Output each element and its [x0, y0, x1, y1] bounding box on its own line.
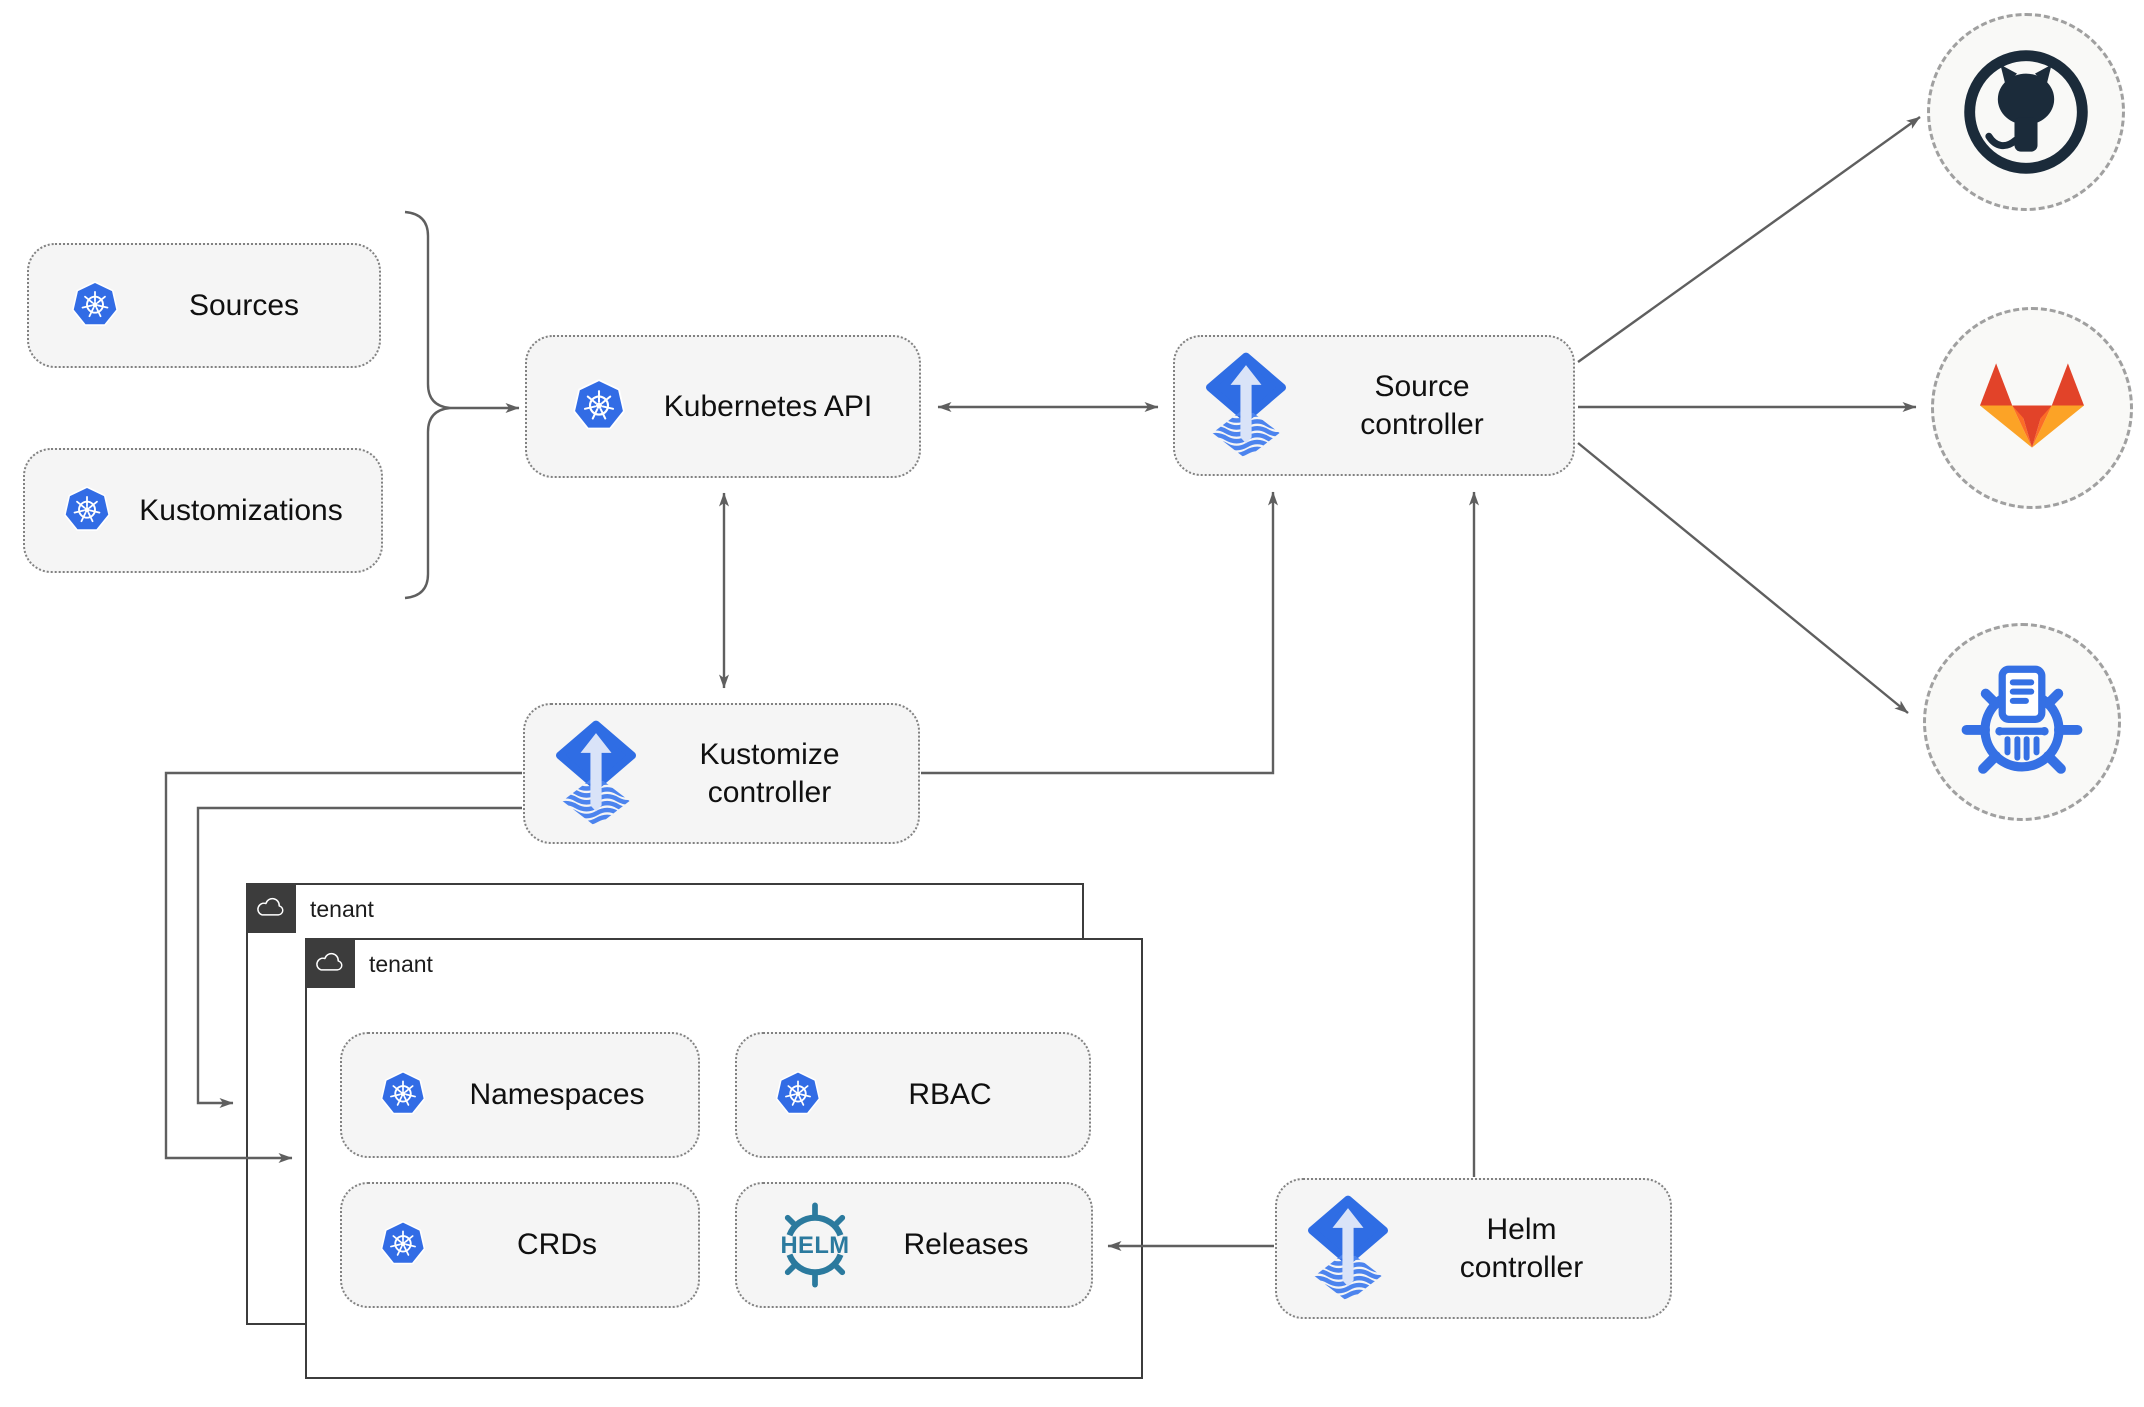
- helm-logo-text: HELM: [780, 1232, 849, 1259]
- external-github: [1927, 13, 2125, 211]
- tenant-label: tenant: [310, 896, 374, 922]
- node-kustomize-controller: Kustomize controller: [523, 703, 920, 844]
- node-kubernetes-api: Kubernetes API: [525, 335, 921, 478]
- edge-source-controller-to-github: [1577, 116, 1921, 363]
- node-label: Namespaces: [469, 1078, 645, 1112]
- kubernetes-icon: [767, 1064, 829, 1126]
- chartmuseum-icon: [1961, 665, 2083, 774]
- node-label: CRDs: [517, 1228, 597, 1262]
- external-helm-repository: [1923, 623, 2121, 821]
- node-label: Source controller: [1360, 370, 1484, 441]
- kubernetes-icon: [372, 1214, 434, 1276]
- node-namespaces: Namespaces: [340, 1032, 700, 1158]
- flux-icon: [1203, 352, 1289, 459]
- kubernetes-icon: [55, 479, 119, 543]
- tenant-header: [304, 937, 355, 988]
- helm-wheel-icon: HELM: [771, 1199, 859, 1291]
- tenant-container-inner: tenant: [304, 937, 1143, 1379]
- tenant-label: tenant: [369, 951, 433, 977]
- node-source-controller: Source controller: [1173, 335, 1575, 476]
- node-crds: CRDs: [340, 1182, 700, 1308]
- kubernetes-icon: [63, 274, 127, 338]
- node-label: Helm controller: [1459, 1213, 1584, 1284]
- node-kustomizations: Kustomizations: [23, 448, 383, 573]
- node-label: Releases: [903, 1228, 1029, 1262]
- edge-source-controller-to-helm-repository: [1577, 442, 1909, 714]
- kubernetes-icon: [372, 1064, 434, 1126]
- edge-group-bracket: [404, 210, 451, 600]
- node-label: Kustomize controller: [699, 738, 840, 809]
- node-releases: HELM Releases: [735, 1182, 1093, 1308]
- cloud-icon: [313, 951, 347, 974]
- node-label: Kustomizations: [139, 493, 343, 527]
- node-label: Kubernetes API: [663, 389, 873, 423]
- gitlab-fox-icon: [1980, 363, 2084, 448]
- tenant-header: [245, 882, 296, 933]
- flux-icon: [1305, 1195, 1391, 1302]
- node-rbac: RBAC: [735, 1032, 1091, 1158]
- flux-icon: [553, 720, 639, 827]
- edge-kustomize-controller-to-source-controller: [921, 491, 1278, 775]
- node-helm-controller: Helm controller: [1275, 1178, 1672, 1319]
- kubernetes-icon: [563, 371, 635, 443]
- github-octocat-icon: [1964, 50, 2088, 174]
- external-gitlab: [1931, 307, 2133, 509]
- node-label: Sources: [188, 288, 300, 322]
- node-sources: Sources: [27, 243, 381, 368]
- node-label: RBAC: [908, 1078, 992, 1112]
- cloud-icon: [254, 896, 288, 919]
